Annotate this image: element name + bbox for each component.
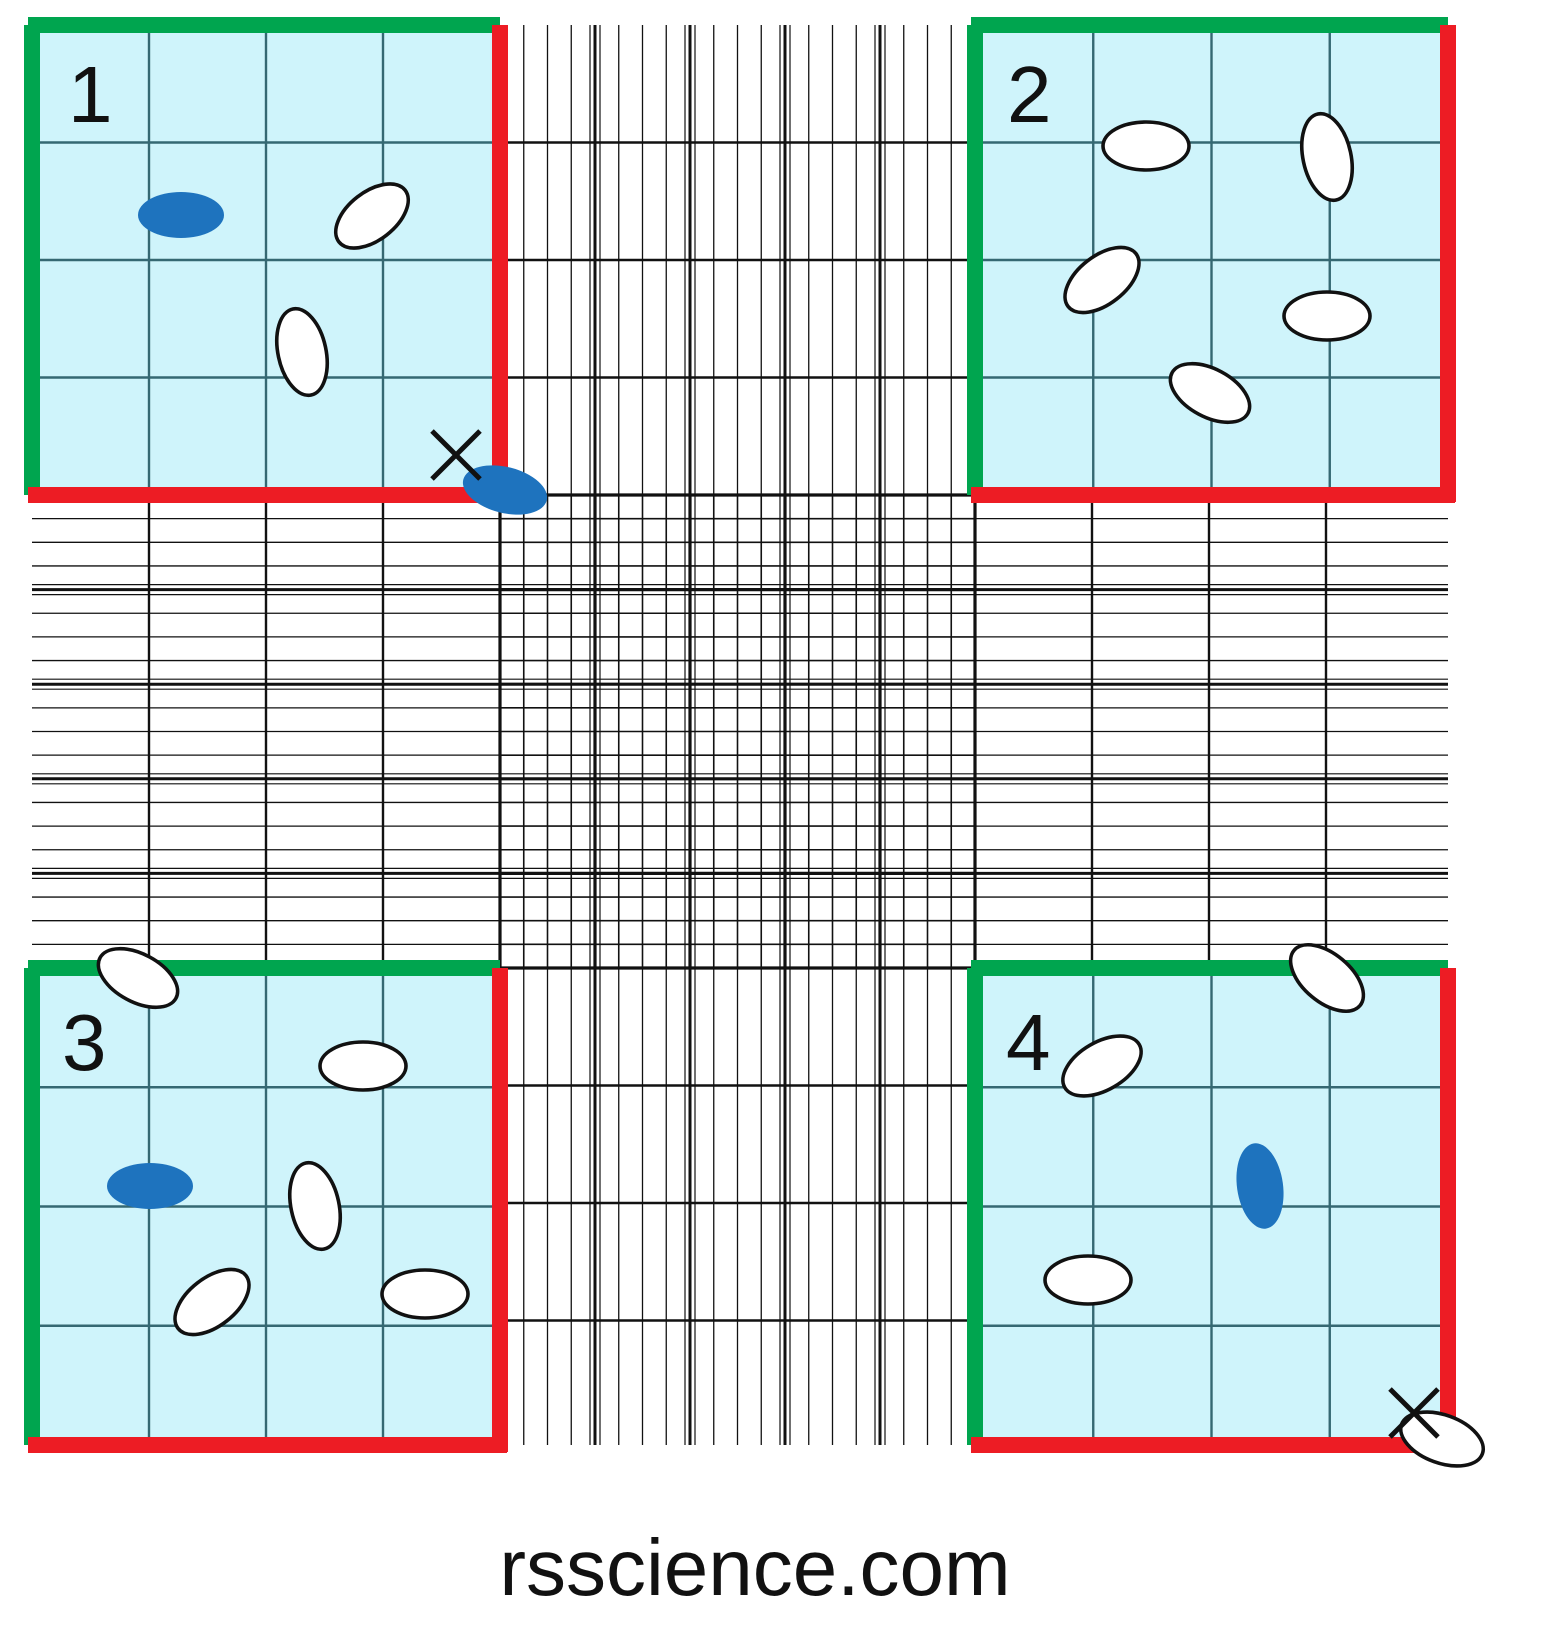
live-cell (1282, 290, 1372, 342)
live-cell (380, 1268, 470, 1320)
exclusion-marks (430, 429, 1440, 1439)
live-cell (1300, 111, 1354, 203)
exclusion-x-mark (430, 429, 482, 481)
corner-counting-squares (32, 25, 1448, 1445)
square-label-1: 1 (68, 50, 113, 139)
live-cell (288, 1160, 342, 1252)
exclusion-x-mark (1388, 1387, 1440, 1439)
live-cell (1043, 1254, 1133, 1306)
dead-cell (138, 192, 224, 238)
live-cell (1288, 943, 1366, 1013)
live-cell (96, 946, 180, 1010)
counting-borders (24, 17, 1456, 1453)
live-cell (1063, 245, 1141, 315)
live-cell (275, 306, 329, 398)
square-label-2: 2 (1007, 50, 1052, 139)
dead-cell (462, 465, 548, 515)
live-cell (173, 1267, 251, 1337)
square-label-3: 3 (62, 998, 107, 1087)
dead-cell (1236, 1143, 1284, 1229)
square-label-4: 4 (1006, 998, 1051, 1087)
dead-cell (107, 1163, 193, 1209)
cells (96, 111, 1486, 1468)
center-fine-grid (498, 493, 977, 970)
live-cell (1168, 361, 1252, 425)
live-cell (1101, 120, 1191, 172)
square-labels: 1 2 3 4 (62, 50, 1052, 1087)
live-cell (318, 1040, 408, 1092)
source-caption: rsscience.com (499, 1523, 1011, 1612)
live-cell (1061, 1034, 1143, 1098)
live-cell (333, 182, 411, 250)
